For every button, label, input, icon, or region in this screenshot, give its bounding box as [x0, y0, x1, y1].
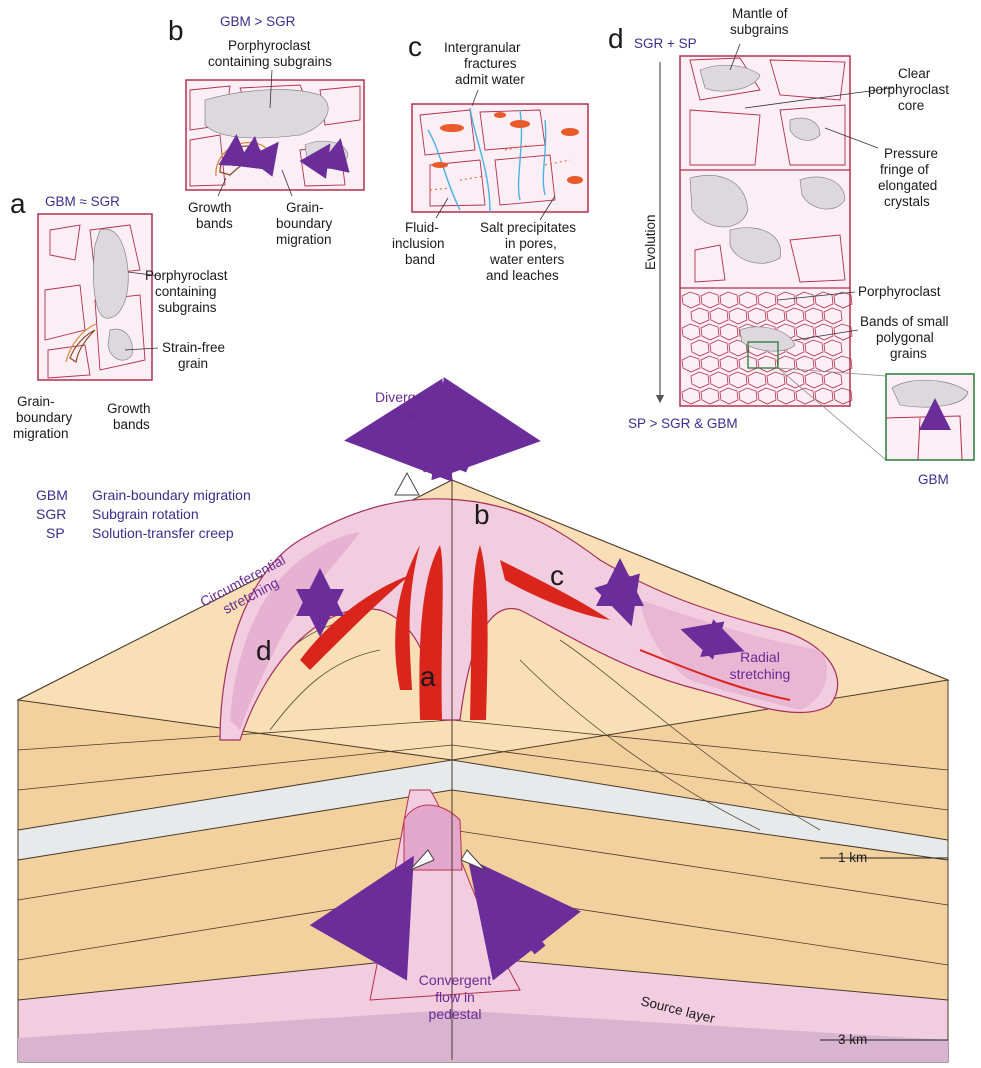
panel-c-fluid-line-2: inclusion	[392, 236, 445, 251]
panel-a-strainfree-line-1: Strain-free	[162, 340, 225, 355]
panel-c-salt-line-3: water enters	[489, 252, 565, 267]
zone-d-label: d	[256, 635, 272, 666]
radial-line-2: stretching	[730, 666, 791, 682]
panel-b-gbm-line-2: boundary	[276, 216, 333, 231]
legend-abbr-sp: SP	[46, 525, 65, 541]
panel-a-gbm-line-3: migration	[13, 426, 69, 441]
panel-a-regime: GBM ≈ SGR	[45, 194, 120, 209]
divergent-flow-label: Divergent flow	[375, 389, 435, 422]
panel-c-fract-line-3: admit water	[455, 72, 525, 87]
zone-c-label: c	[550, 560, 564, 591]
panel-c-fluid-line-3: band	[405, 252, 435, 267]
panel-c: c Intergranular fractures admit water Fl…	[392, 31, 588, 283]
convergent-line-1: Convergent	[419, 972, 491, 988]
panel-d-evolution: Evolution	[643, 214, 658, 270]
legend-abbr-sgr: SGR	[36, 506, 66, 522]
abbreviation-legend: GBM Grain-boundary migration SGR Subgrai…	[36, 487, 251, 541]
panel-a-porph-line-3: subgrains	[158, 300, 217, 315]
panel-d: d SGR + SP Mantle of subgrains Evolution…	[608, 6, 974, 487]
panel-b-gbm-line-3: migration	[276, 232, 332, 247]
panel-d-bands-line-1: Bands of small	[860, 314, 949, 329]
panel-b-regime: GBM > SGR	[220, 14, 296, 29]
depth-3km-label: 3 km	[838, 1032, 867, 1047]
panel-a-growth-line-1: Growth	[107, 401, 151, 416]
panel-a-growth-line-2: bands	[113, 417, 150, 432]
panel-d-mantle-line-2: subgrains	[730, 22, 789, 37]
panel-d-regime-bottom: SP > SGR & GBM	[628, 416, 738, 431]
panel-d-core-line-3: core	[898, 98, 924, 113]
divergent-line-2: flow	[393, 406, 419, 422]
legend-text-sp: Solution-transfer creep	[92, 525, 234, 541]
panel-b: b GBM > SGR Porphyroclast containing sub…	[168, 14, 364, 247]
panel-a-gbm-line-2: boundary	[16, 410, 73, 425]
legend-text-gbm: Grain-boundary migration	[92, 487, 251, 503]
panel-c-salt-line-1: Salt precipitates	[480, 220, 576, 235]
panel-d-core-line-2: porphyroclast	[868, 82, 949, 97]
panel-d-inset-label: GBM	[918, 472, 949, 487]
panel-b-gbm-line-1: Grain-	[286, 200, 324, 215]
radial-line-1: Radial	[740, 649, 780, 665]
panel-b-growth-line-1: Growth	[188, 200, 232, 215]
panel-d-fringe-line-3: elongated	[878, 178, 937, 193]
panel-c-frame	[412, 104, 588, 212]
panel-c-fract-line-1: Intergranular	[444, 40, 521, 55]
panel-c-salt-line-2: in pores,	[505, 236, 557, 251]
panel-a-gbm-line-1: Grain-	[17, 394, 55, 409]
panel-c-fluid-line-1: Fluid-	[405, 220, 439, 235]
panel-b-porph-line-2: containing subgrains	[208, 54, 332, 69]
legend-abbr-gbm: GBM	[36, 487, 68, 503]
zone-b-label: b	[474, 499, 490, 530]
panel-c-fract-line-2: fractures	[464, 56, 517, 71]
panel-b-porph-line-1: Porphyroclast	[228, 38, 311, 53]
divergent-line-1: Divergent	[375, 389, 435, 405]
panel-d-core-line-1: Clear	[898, 66, 931, 81]
panel-d-bands-line-3: grains	[890, 346, 927, 361]
panel-d-porph: Porphyroclast	[858, 284, 941, 299]
panel-c-salt-line-4: and leaches	[486, 268, 559, 283]
depth-1km-label: 1 km	[838, 850, 867, 865]
legend-text-sgr: Subgrain rotation	[92, 506, 199, 522]
panel-d-bands-line-2: polygonal	[876, 330, 934, 345]
panel-c-letter: c	[408, 31, 422, 62]
panel-d-letter: d	[608, 23, 624, 54]
panel-d-fringe-line-4: crystals	[884, 194, 930, 209]
panel-b-letter: b	[168, 15, 184, 46]
panel-a-letter: a	[10, 188, 26, 219]
panel-d-fringe-line-2: fringe of	[880, 162, 929, 177]
zone-a-label: a	[420, 661, 436, 692]
panel-d-mantle-line-1: Mantle of	[732, 6, 788, 21]
panel-a-strainfree-line-2: grain	[178, 356, 208, 371]
panel-d-fringe-line-1: Pressure	[884, 146, 938, 161]
panel-d-regime-top: SGR + SP	[634, 36, 697, 51]
convergent-line-3: pedestal	[429, 1006, 482, 1022]
convergent-line-2: flow in	[435, 989, 475, 1005]
panel-a-porph-line-1: Porphyroclast	[145, 268, 228, 283]
panel-a-porph-line-2: containing	[155, 284, 217, 299]
panel-b-growth-line-2: bands	[196, 216, 233, 231]
